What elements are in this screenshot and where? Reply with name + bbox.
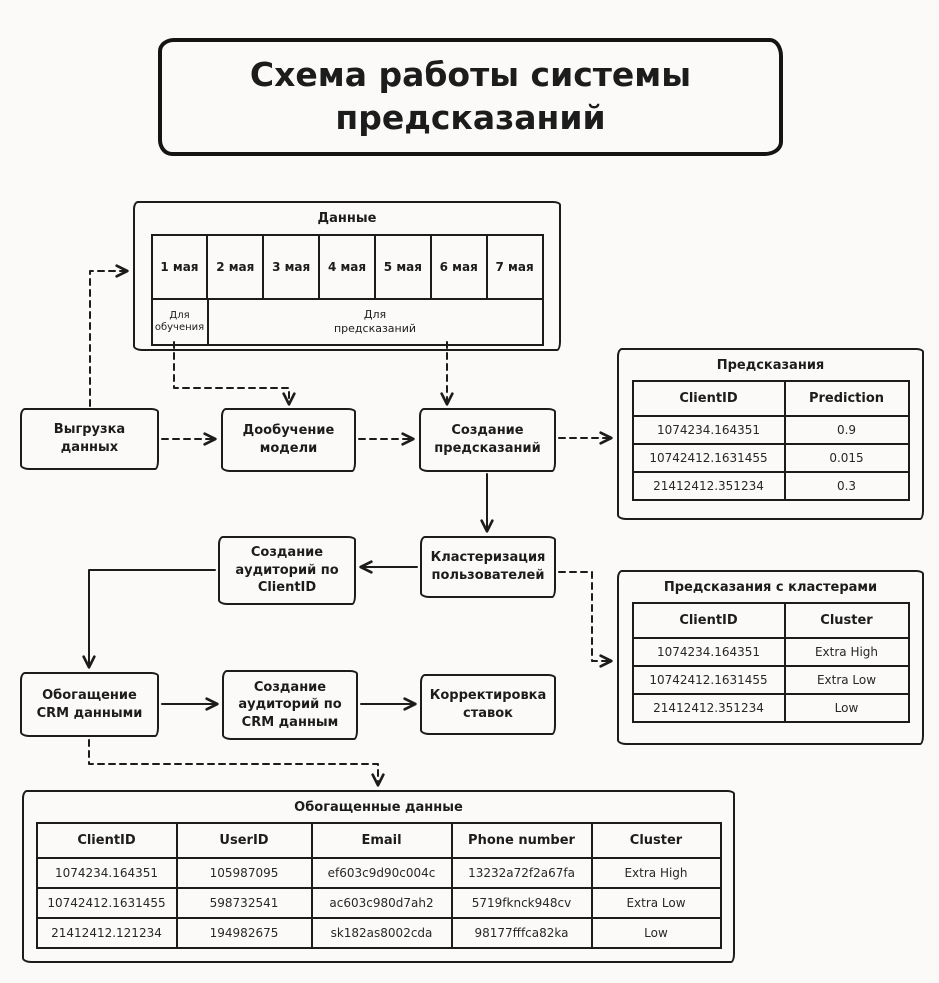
column-header: Cluster <box>590 822 722 859</box>
data-grid: 1 мая 2 мая 3 мая 4 мая 5 мая 6 мая 7 ма… <box>150 234 544 346</box>
column-header: ClientID <box>631 602 786 639</box>
table-row: 21412412.351234 0.3 <box>631 471 910 501</box>
data-panel: Данные 1 мая 2 мая 3 мая 4 мая 5 мая 6 м… <box>133 201 561 351</box>
table-cell: 0.3 <box>783 471 910 501</box>
arrow-crm-to-enriched-table <box>88 739 385 787</box>
predictions-panel: Предсказания ClientID Prediction 1074234… <box>617 348 924 520</box>
table-cell: 10742412.1631455 <box>631 665 786 695</box>
training-span-cell: Для обучения <box>153 300 209 344</box>
day-cell-4: 4 мая <box>318 236 374 298</box>
table-cell: Extra High <box>783 637 910 667</box>
arrow-export-to-data <box>89 264 129 407</box>
arrow-audiences-to-crm <box>82 569 216 669</box>
table-cell: Low <box>590 917 722 949</box>
table-cell: ef603c9d90c004c <box>310 857 453 889</box>
data-panel-title: Данные <box>317 211 377 226</box>
table-cell: 5719fknck948cv <box>450 887 593 919</box>
column-header: Email <box>310 822 453 859</box>
table-row: 10742412.1631455 598732541 ac603c980d7ah… <box>35 887 722 919</box>
day-cell-2: 2 мая <box>206 236 262 298</box>
day-cell-1: 1 мая <box>160 260 199 274</box>
prediction-span-label: Для предсказаний <box>333 308 417 335</box>
table-cell: 105987095 <box>175 857 313 889</box>
arrow-clustering-to-clusters-table <box>558 571 613 668</box>
table-cell: 598732541 <box>175 887 313 919</box>
diagram-title: Схема работы системы предсказаний <box>158 38 783 156</box>
node-bid-adjustment: Корректировка ставок <box>420 674 556 735</box>
table-cell: 21412412.121234 <box>35 917 178 949</box>
column-header: ClientID <box>631 380 786 417</box>
table-cell: Extra Low <box>590 887 722 919</box>
column-header: Prediction <box>783 380 910 417</box>
table-cell: Extra Low <box>783 665 910 695</box>
table-cell: 10742412.1631455 <box>35 887 178 919</box>
column-header: UserID <box>175 822 313 859</box>
node-data-export: Выгрузка данных <box>20 408 159 470</box>
table-cell: 21412412.351234 <box>631 471 786 501</box>
table-row: 1074234.164351 Extra High <box>631 637 910 667</box>
table-cell: 1074234.164351 <box>631 637 786 667</box>
node-model-retraining: Дообучение модели <box>221 408 356 472</box>
day-cell-3: 3 мая <box>262 236 318 298</box>
day-cell-5: 5 мая <box>373 236 430 298</box>
node-crm-enrichment: Обогащение CRM данными <box>20 672 159 737</box>
day-cell-6: 6 мая <box>429 236 486 298</box>
day-cell-7: 7 мая <box>485 236 542 298</box>
table-cell: 13232a72f2a67fa <box>450 857 593 889</box>
table-cell: 21412412.351234 <box>631 693 786 723</box>
predictions-table: ClientID Prediction 1074234.164351 0.9 1… <box>631 380 910 501</box>
node-audiences-by-crm: Создание аудиторий по CRM данным <box>222 670 358 740</box>
table-cell: 0.9 <box>783 415 910 445</box>
enriched-panel: Обогащенные данные ClientID UserID Email… <box>22 790 735 963</box>
table-cell: 1074234.164351 <box>35 857 178 889</box>
predictions-panel-title: Предсказания <box>716 358 825 373</box>
table-cell: 0.015 <box>783 443 910 473</box>
table-row: 1074234.164351 0.9 <box>631 415 910 445</box>
day-row: 1 мая 2 мая 3 мая 4 мая 5 мая 6 мая 7 ма… <box>152 236 542 300</box>
table-row: 21412412.121234 194982675 sk182as8002cda… <box>35 917 722 949</box>
node-user-clustering: Кластеризация пользователей <box>420 536 556 598</box>
split-row: Для обучения Для предсказаний <box>153 300 542 344</box>
table-cell: 194982675 <box>175 917 313 949</box>
clusters-table: ClientID Cluster 1074234.164351 Extra Hi… <box>631 602 910 723</box>
table-cell: 10742412.1631455 <box>631 443 786 473</box>
column-header: ClientID <box>35 822 178 859</box>
clusters-panel-title: Предсказания с кластерами <box>663 580 878 595</box>
table-row: 10742412.1631455 Extra Low <box>631 665 910 695</box>
table-cell: ac603c980d7ah2 <box>310 887 453 919</box>
table-row: 21412412.351234 Low <box>631 693 910 723</box>
table-header-row: ClientID Prediction <box>631 380 910 417</box>
table-row: 10742412.1631455 0.015 <box>631 443 910 473</box>
node-audiences-by-clientid: Создание аудиторий по ClientID <box>218 536 356 605</box>
arrow-training-to-retrain <box>173 341 296 406</box>
column-header: Cluster <box>783 602 910 639</box>
enriched-table: ClientID UserID Email Phone number Clust… <box>35 822 722 949</box>
clusters-panel: Предсказания с кластерами ClientID Clust… <box>617 570 924 745</box>
table-cell: 1074234.164351 <box>631 415 786 445</box>
node-create-predictions: Создание предсказаний <box>419 408 556 472</box>
column-header: Phone number <box>450 822 593 859</box>
table-cell: sk182as8002cda <box>310 917 453 949</box>
table-cell: Low <box>783 693 910 723</box>
table-header-row: ClientID Cluster <box>631 602 910 639</box>
table-cell: Extra High <box>590 857 722 889</box>
table-cell: 98177fffca82ka <box>450 917 593 949</box>
prediction-span-cell: Для предсказаний <box>209 300 542 344</box>
table-row: 1074234.164351 105987095 ef603c9d90c004c… <box>35 857 722 889</box>
table-header-row: ClientID UserID Email Phone number Clust… <box>35 822 722 859</box>
enriched-panel-title: Обогащенные данные <box>294 800 463 815</box>
